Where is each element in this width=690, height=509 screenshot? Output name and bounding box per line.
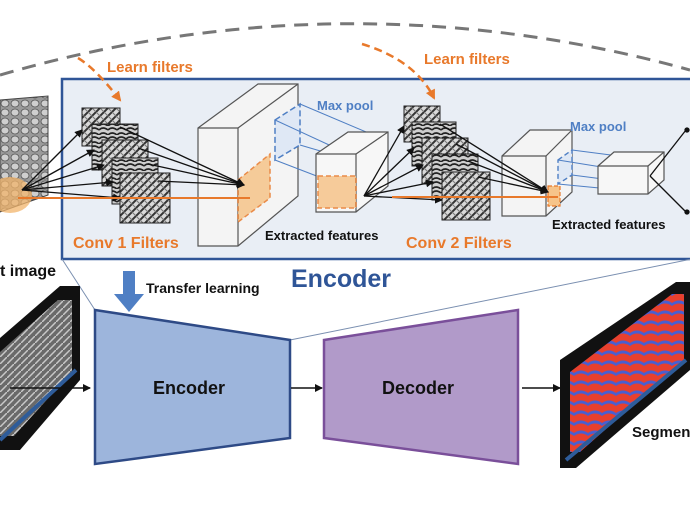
top-dashed-arc (0, 22, 690, 77)
transfer-learning-label: Transfer learning (146, 280, 260, 296)
max-pool-label-2: Max pool (570, 119, 626, 134)
conv1-to-volume-lines (119, 126, 245, 189)
projection-line-left (61, 258, 96, 311)
encoder-block (93, 308, 292, 466)
input-image-label: t image (0, 263, 56, 280)
decoder-block (322, 308, 520, 466)
learn-filters-arrow-1 (77, 56, 122, 102)
input-slice-image (0, 286, 80, 450)
learn-filters-label-1: Learn filters (107, 59, 193, 76)
decoder-block-label: Decoder (382, 378, 454, 398)
conv1-feature-volume (197, 83, 299, 247)
learn-filters-arrow-2 (361, 42, 436, 100)
input-image (0, 95, 49, 213)
max-pool-label-1: Max pool (317, 98, 373, 113)
extracted-features-label-1: Extracted features (265, 228, 378, 243)
down-arrow-icon (114, 271, 144, 312)
extracted-features-label-2: Extracted features (552, 217, 665, 232)
encoder-output-lines (649, 127, 690, 215)
segmentation-label: Segmen (632, 424, 690, 441)
pooled-feature-cube-2 (597, 151, 665, 195)
pooled-feature-cube-1 (315, 131, 389, 213)
projection-line-right (289, 258, 690, 341)
conv2-to-volume-lines (439, 123, 549, 195)
encoder-section-title: Encoder (291, 265, 391, 293)
segmentation-output-image (560, 282, 690, 468)
input-to-conv1-lines (21, 129, 121, 202)
conv2-filters-label: Conv 2 Filters (406, 235, 512, 252)
encoder-block-label: Encoder (153, 378, 225, 398)
learn-filters-label-2: Learn filters (424, 51, 510, 68)
conv1-filters-label: Conv 1 Filters (73, 235, 179, 252)
